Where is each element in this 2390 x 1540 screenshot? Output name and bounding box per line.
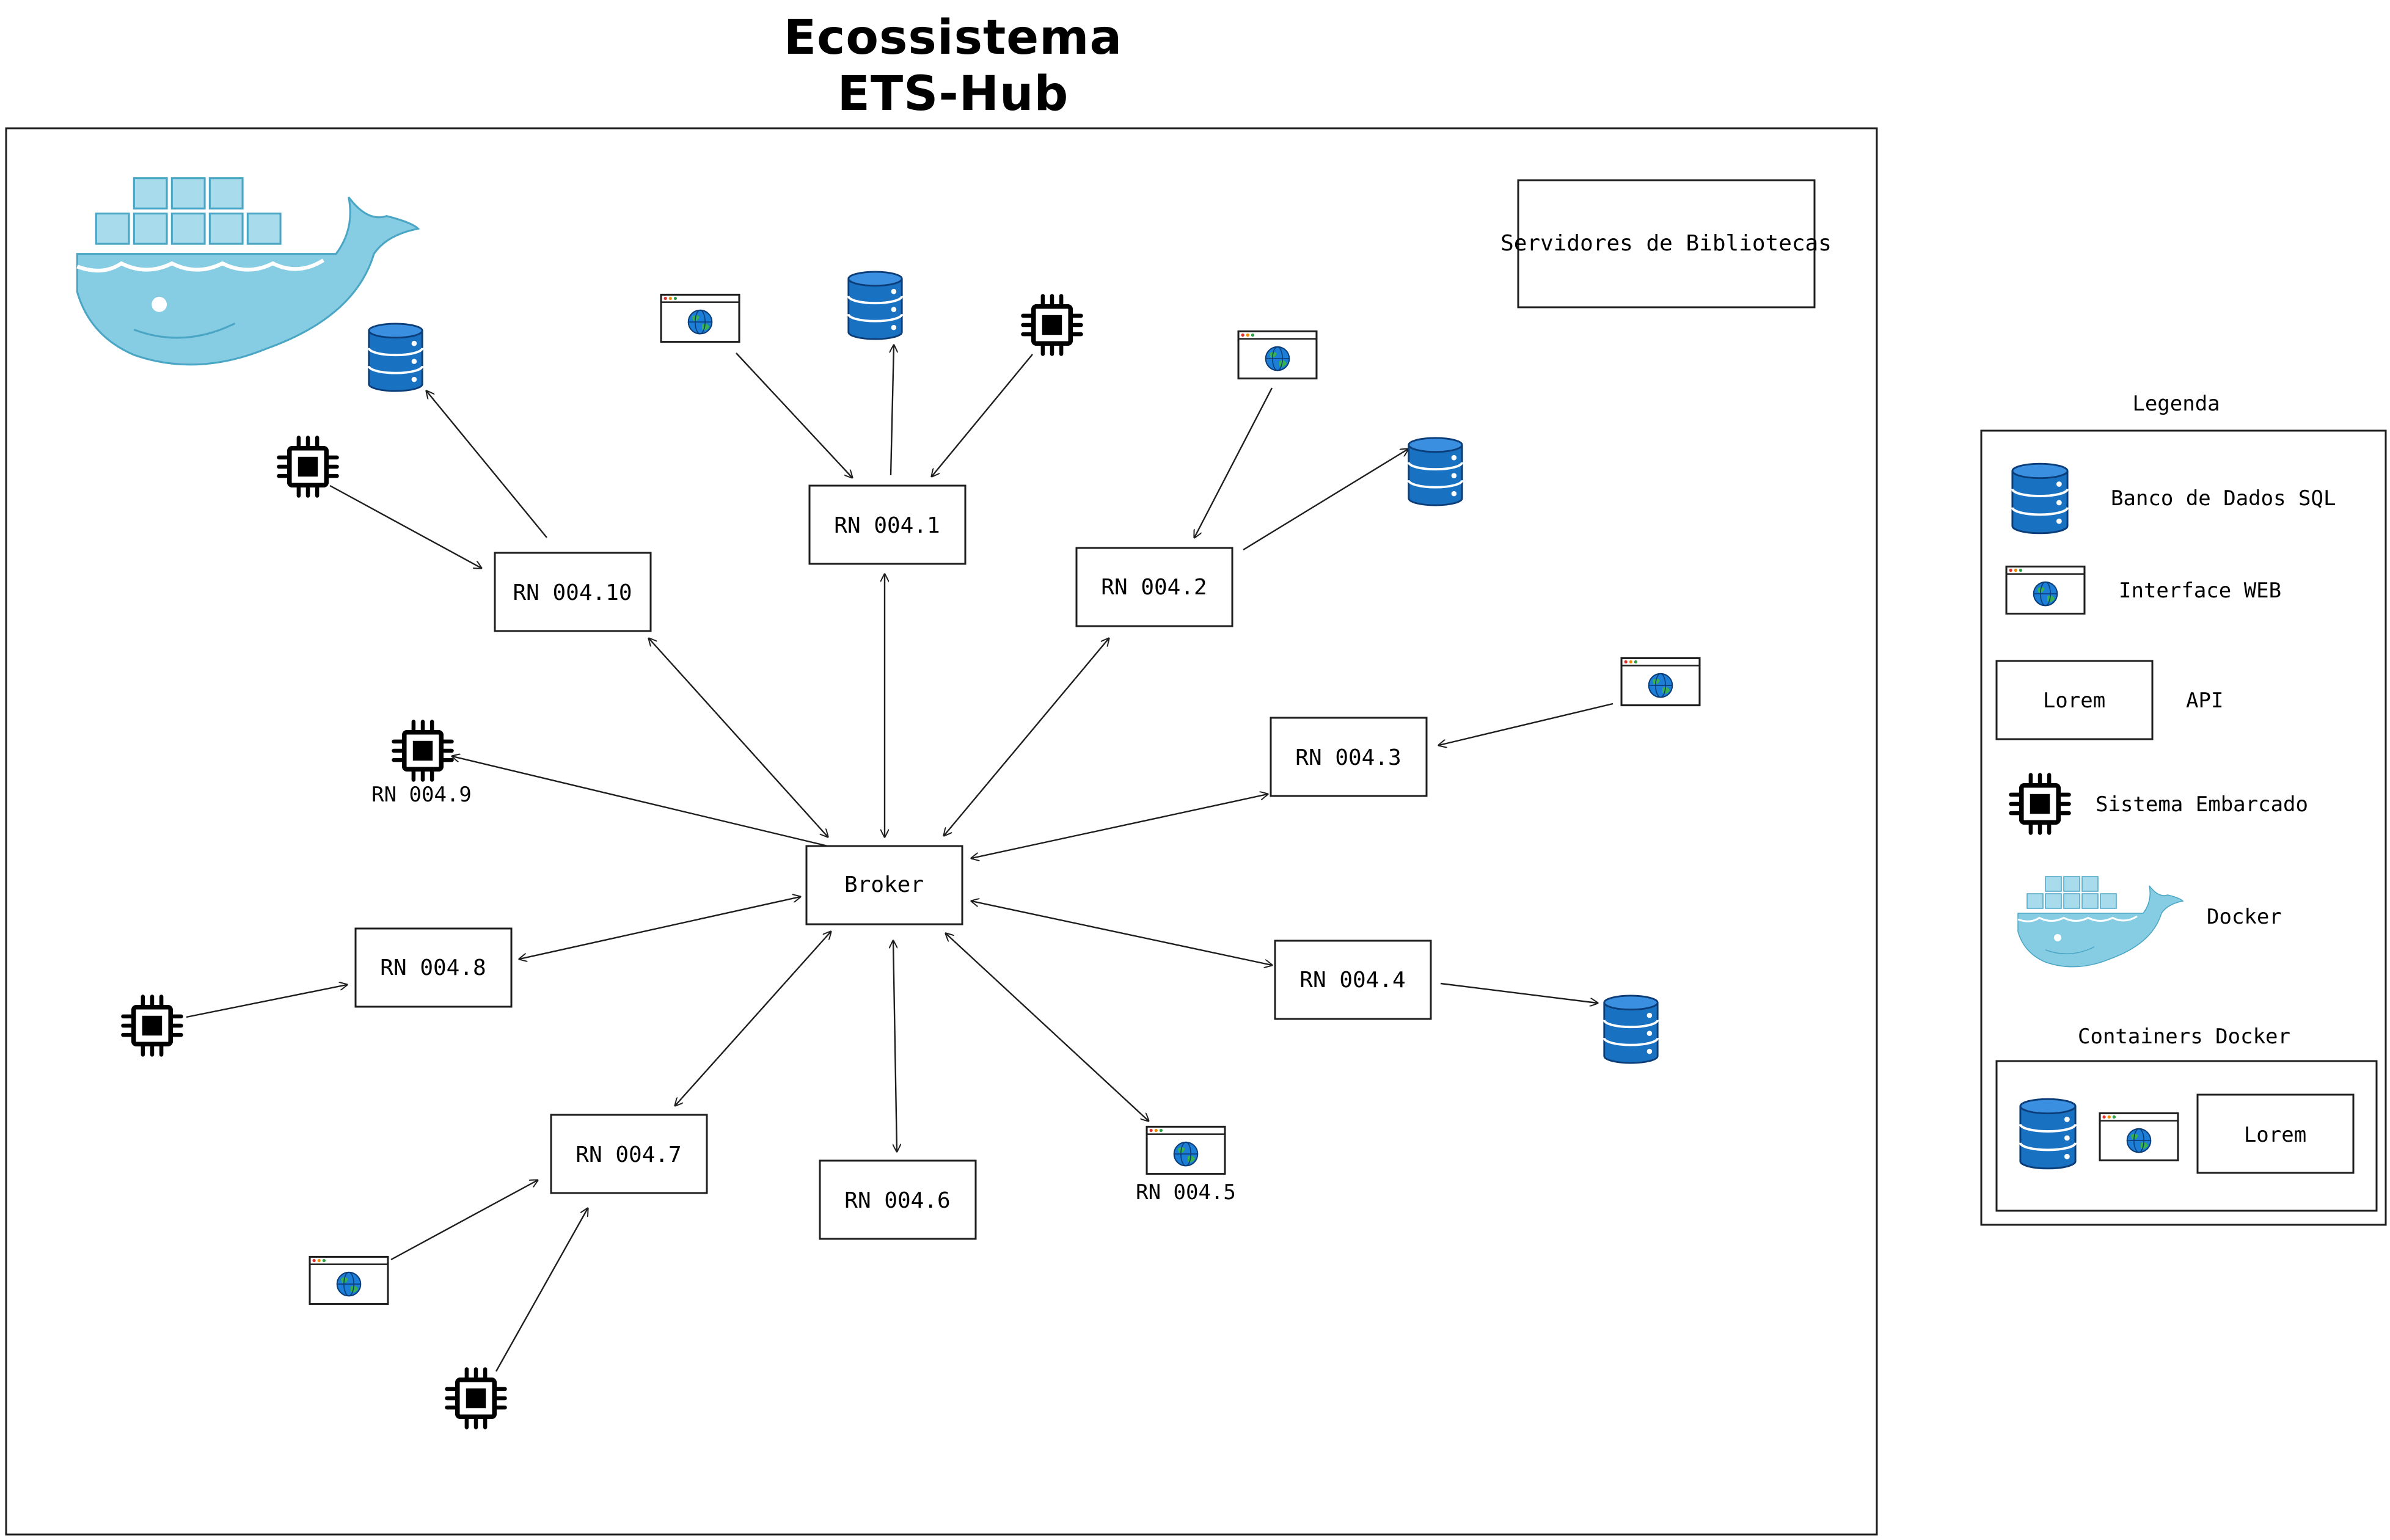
rn-004-9-label: RN 004.9 — [371, 783, 472, 807]
legend-api-box — [1995, 660, 2154, 740]
broker-label: Broker — [844, 872, 924, 897]
rn-004-4: RN 004.4 — [1274, 940, 1432, 1020]
database-icon-rn4 — [1602, 994, 1659, 1065]
arrow-chip-rn1 — [932, 354, 1033, 476]
rn-004-7: RN 004.7 — [550, 1114, 708, 1194]
rn-004-3: RN 004.3 — [1270, 717, 1428, 797]
svg-text:RN 004.10: RN 004.10 — [513, 580, 632, 605]
legend-database-icon — [2012, 464, 2067, 533]
database-icon-rn2 — [1407, 436, 1464, 507]
legend-web-icon — [2005, 565, 2086, 615]
chip-icon-rn10 — [279, 437, 337, 495]
arrow-web-rn1 — [736, 352, 852, 478]
arrow-broker-rn6 — [893, 941, 897, 1151]
arrow-rn10-db — [426, 391, 547, 538]
connections — [186, 345, 1613, 1372]
svg-text:RN 004.8: RN 004.8 — [380, 955, 486, 980]
broker-box — [805, 845, 963, 925]
library-servers-label: Servidores de Bibliotecas — [1500, 231, 1832, 256]
svg-text:RN 004.2: RN 004.2 — [1101, 575, 1207, 600]
legend-containers-web-icon — [2099, 1112, 2179, 1162]
arrow-chip-rn7 — [495, 1208, 588, 1372]
svg-text:RN 004.3: RN 004.3 — [1295, 745, 1401, 770]
legend-api-label: API — [2186, 688, 2223, 713]
arrow-rn4-db — [1440, 982, 1598, 1003]
legend-containers-title: Containers Docker — [2078, 1024, 2290, 1049]
arrow-rn1-db — [891, 345, 894, 476]
database-icon-rn1 — [847, 270, 904, 341]
web-icon-rn2 — [1237, 330, 1318, 380]
rn-004-2: RN 004.2 — [1075, 547, 1233, 627]
chip-icon-rn8 — [123, 996, 181, 1054]
database-icon-rn10 — [367, 322, 424, 393]
chip-icon-rn7 — [447, 1369, 505, 1427]
arrow-rn2-db — [1243, 449, 1408, 551]
arrow-broker-rn7 — [675, 932, 831, 1106]
svg-text:RN 004.7: RN 004.7 — [576, 1142, 681, 1167]
arrow-broker-rn5 — [946, 933, 1149, 1121]
rn-004-1: RN 004.1 — [808, 484, 967, 565]
svg-text:RN 004.1: RN 004.1 — [834, 513, 940, 538]
arrow-chip-rn10 — [329, 484, 481, 568]
legend-containers-api-box — [2196, 1093, 2355, 1174]
svg-text:RN 004.6: RN 004.6 — [844, 1188, 950, 1213]
docker-logo — [77, 178, 418, 365]
rn-004-5-label: RN 004.5 — [1136, 1180, 1236, 1205]
rn-004-10: RN 004.10 — [494, 552, 652, 632]
svg-text:RN 004.4: RN 004.4 — [1299, 968, 1405, 993]
arrow-broker-rn8 — [519, 897, 800, 959]
chip-icon-rn1 — [1023, 296, 1081, 354]
arrow-broker-rn3 — [971, 794, 1268, 858]
arrow-web-rn2 — [1194, 387, 1273, 538]
arrow-broker-rn9 — [452, 756, 828, 847]
chip-icon-rn9 — [393, 721, 451, 779]
rn-004-8: RN 004.8 — [354, 927, 513, 1008]
web-icon-rn3 — [1620, 657, 1701, 707]
legend-containers-database-icon — [2020, 1099, 2075, 1169]
legend-docker-label: Docker — [2207, 905, 2282, 929]
title-line-2: ETS-Hub — [838, 67, 1069, 122]
legend-embedded-label: Sistema Embarcado — [2096, 792, 2308, 817]
rn-004-6: RN 004.6 — [819, 1159, 977, 1240]
arrow-broker-rn4 — [971, 901, 1272, 965]
legend-api-box-label: Lorem — [2043, 688, 2105, 713]
legend-containers-api-label: Lorem — [2244, 1123, 2306, 1147]
arrow-web-rn3 — [1439, 702, 1613, 745]
ecosystem-frame — [5, 127, 1878, 1536]
arrow-chip-rn8 — [186, 985, 347, 1018]
arrow-broker-rn10 — [649, 638, 828, 837]
arrow-broker-rn2 — [944, 638, 1109, 836]
library-servers-box — [1517, 179, 1816, 308]
legend-web-label: Interface WEB — [2119, 578, 2281, 603]
web-icon-rn7 — [309, 1255, 389, 1305]
web-icon-rn5 — [1146, 1125, 1226, 1175]
legend-title: Legenda — [2132, 392, 2220, 416]
arrow-web-rn7 — [390, 1180, 538, 1261]
web-icon-rn1 — [660, 293, 740, 343]
title-line-1: Ecossistema — [784, 10, 1122, 65]
legend-sql-label: Banco de Dados SQL — [2111, 486, 2336, 511]
